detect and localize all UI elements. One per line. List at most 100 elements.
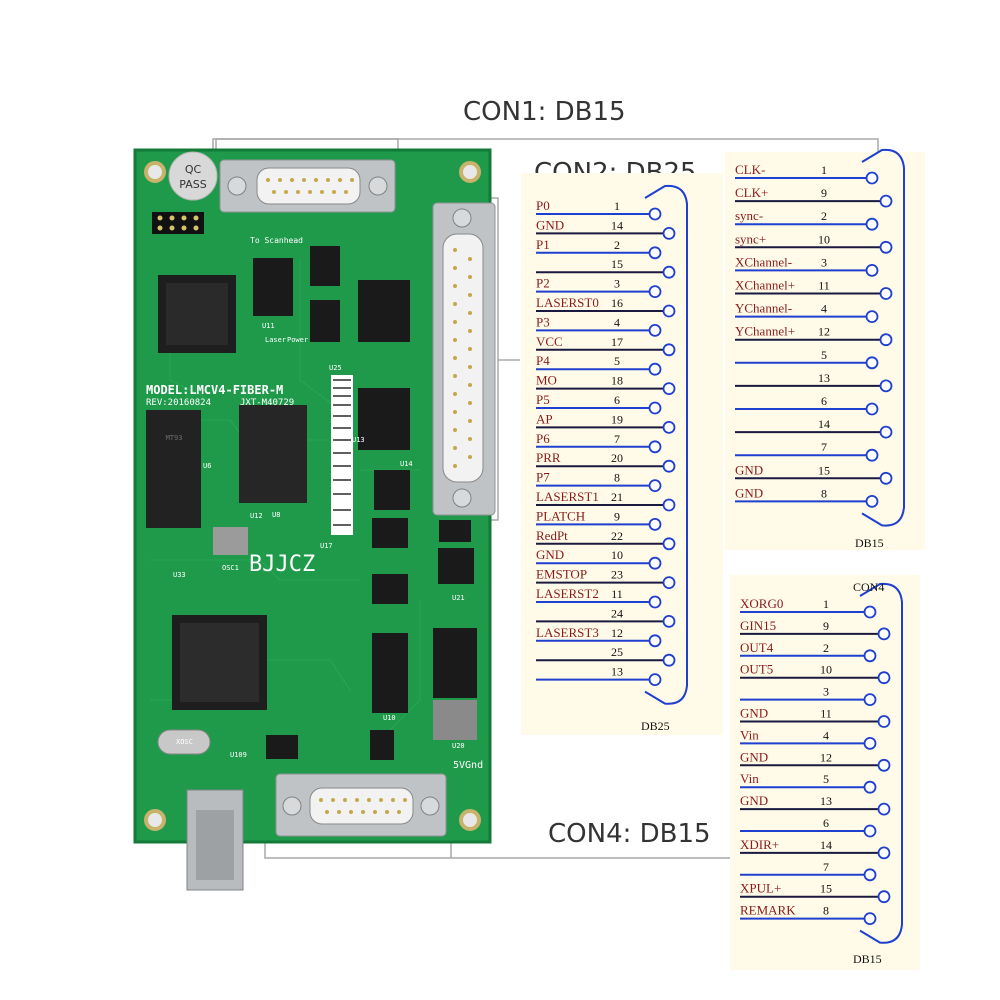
usb-connector bbox=[186, 789, 244, 891]
con2-pin-number: 7 bbox=[614, 432, 620, 446]
con1-signal-label: XChannel+ bbox=[735, 278, 795, 293]
con2-pin-number: 5 bbox=[614, 354, 620, 368]
con2-pin-number: 12 bbox=[611, 626, 623, 640]
con4-pin-circle bbox=[877, 802, 891, 816]
con4-pin-number: 4 bbox=[823, 728, 829, 742]
con1-panel bbox=[725, 152, 925, 550]
con1-pin-number: 4 bbox=[821, 302, 827, 316]
chip-label: U14 bbox=[400, 460, 413, 468]
con1-pin-number: 11 bbox=[818, 279, 830, 293]
con2-pin-number: 23 bbox=[611, 568, 623, 582]
con2-pin-number: 13 bbox=[611, 665, 623, 679]
con2-signal-label: LASERST2 bbox=[536, 586, 599, 601]
con1-pin-circle bbox=[865, 356, 879, 370]
con1-connector-shell bbox=[861, 148, 905, 527]
xtal bbox=[157, 729, 211, 755]
con4-board-connector bbox=[275, 773, 447, 837]
con4-signal-label: GND bbox=[740, 793, 768, 808]
barcode-lines bbox=[333, 379, 351, 526]
chip-label: U11 bbox=[262, 322, 275, 330]
con2-pin-circle bbox=[648, 207, 662, 221]
con1-signal-label: sync+ bbox=[735, 231, 766, 246]
db25-board-pin bbox=[453, 428, 457, 432]
db25-board-pin bbox=[468, 401, 472, 405]
chip-bga-center bbox=[239, 405, 307, 503]
con4-signal-label: OUT5 bbox=[740, 662, 773, 677]
con4-pin-number: 7 bbox=[823, 860, 829, 874]
con2-pin-circle bbox=[662, 576, 676, 589]
con4-pin-number: 1 bbox=[823, 597, 829, 611]
con4-pin-number: 10 bbox=[820, 663, 832, 677]
con1-pin-number: 13 bbox=[818, 371, 830, 385]
con2-signal-label: P2 bbox=[536, 276, 550, 291]
con2-signal-label: RedPt bbox=[536, 528, 568, 543]
chip-label: U6 bbox=[203, 462, 211, 470]
con2-pin-circle bbox=[648, 401, 662, 415]
con1-pin-circle bbox=[879, 240, 893, 254]
chip-label: U10 bbox=[383, 714, 396, 722]
con4-pin-circle bbox=[863, 868, 877, 882]
con1-signal-label: CLK- bbox=[735, 162, 765, 177]
con1-pin-circle bbox=[865, 448, 879, 462]
con2-signal-label: GND bbox=[536, 547, 564, 562]
con1-signal-label: YChannel- bbox=[735, 301, 792, 316]
con2-signal-label: P7 bbox=[536, 470, 550, 485]
con4-panel bbox=[730, 575, 920, 970]
con4-pin-number: 11 bbox=[820, 707, 832, 721]
con2-pin-number: 21 bbox=[611, 490, 623, 504]
con2-signal-label: LASERST1 bbox=[536, 489, 599, 504]
con2-board-connector bbox=[432, 202, 496, 516]
con2-pin-circle bbox=[662, 498, 676, 512]
con1-board-connector bbox=[219, 159, 396, 213]
con4-pin-number: 3 bbox=[823, 685, 829, 699]
con4-pin-circle bbox=[863, 737, 877, 750]
rev-code-silk: JXT-M40729 bbox=[240, 398, 294, 408]
con4-pin-number: 2 bbox=[823, 641, 829, 655]
con1-signal-label: YChannel+ bbox=[735, 324, 795, 339]
con2-pin-circle bbox=[648, 323, 662, 337]
con4-signal-label: XDIR+ bbox=[740, 837, 779, 852]
con2-pin-number: 25 bbox=[611, 645, 623, 659]
rev-silk: REV:20160824 bbox=[146, 398, 211, 408]
con1-signal-label: GND bbox=[735, 462, 763, 477]
con1-header: CON1: DB15 bbox=[463, 97, 626, 127]
db25-board-pin bbox=[468, 347, 472, 351]
con2-pin-circle bbox=[648, 595, 662, 609]
con2-pin-number: 24 bbox=[611, 606, 623, 620]
con1-signal-label: GND bbox=[735, 485, 763, 500]
con1-pin-number: 7 bbox=[821, 440, 827, 454]
db25-board-pin bbox=[453, 338, 457, 342]
con2-pin-number: 15 bbox=[611, 257, 623, 271]
con4-db15-label: DB15 bbox=[853, 952, 882, 966]
con2-signal-label: LASERST3 bbox=[536, 625, 599, 640]
db25-board-pin bbox=[468, 275, 472, 279]
con2-pin-number: 2 bbox=[614, 238, 620, 252]
con2-pin-circle bbox=[648, 246, 662, 260]
con2-pin-circle bbox=[648, 518, 662, 531]
con2-pin-circle bbox=[662, 420, 676, 434]
con4-top-label: CON4 bbox=[853, 580, 884, 594]
con4-connector-shell bbox=[859, 582, 903, 944]
con4-pin-number: 13 bbox=[820, 794, 832, 808]
con2-signal-label: PRR bbox=[536, 450, 561, 465]
con2-signal-label: P4 bbox=[536, 353, 550, 368]
con4-signal-label: GIN15 bbox=[740, 618, 776, 633]
con2-pin-circle bbox=[648, 634, 662, 648]
con4-pin-circle bbox=[863, 693, 877, 706]
osc-silk: OSC1 bbox=[222, 564, 239, 572]
con2-signal-label: VCC bbox=[536, 334, 563, 349]
con1-pin-circle bbox=[865, 171, 879, 185]
con2-pin-circle bbox=[648, 479, 662, 493]
db25-board-pin bbox=[453, 356, 457, 360]
con2-pin-circle bbox=[648, 362, 662, 376]
laser-silk: Laser bbox=[265, 336, 286, 344]
brand-silk: BJJCZ bbox=[249, 552, 315, 577]
qc-text: QC bbox=[185, 163, 202, 176]
con4-pin-circle bbox=[877, 627, 891, 641]
pass-text: PASS bbox=[179, 178, 206, 191]
chip-label: U33 bbox=[173, 571, 186, 579]
con4-pin-number: 5 bbox=[823, 772, 829, 786]
con4-pin-circle bbox=[863, 605, 877, 619]
con4-pin-number: 15 bbox=[820, 882, 832, 896]
